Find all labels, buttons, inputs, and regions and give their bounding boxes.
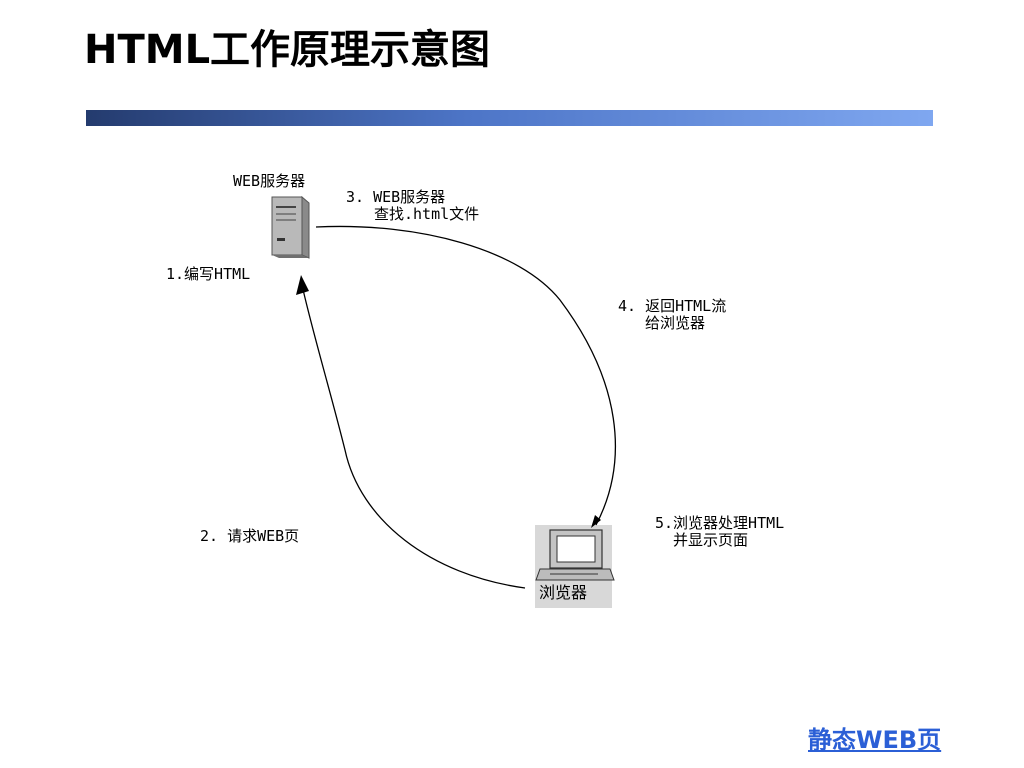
step2-label: 2. 请求WEB页 — [200, 527, 300, 545]
step3-line1: 3. WEB服务器 — [346, 188, 446, 206]
step1-label: 1.编写HTML — [166, 265, 251, 283]
step5-line1: 5.浏览器处理HTML — [655, 514, 785, 532]
step4-line2: 给浏览器 — [645, 314, 706, 332]
title-accent-bar — [86, 110, 933, 126]
server-label: WEB服务器 — [233, 172, 306, 190]
request-arrow — [301, 284, 526, 589]
browser-label: 浏览器 — [539, 583, 588, 602]
static-web-page-link[interactable]: 静态WEB页 — [808, 726, 942, 754]
response-arrow — [315, 225, 617, 526]
request-arrowhead — [296, 275, 309, 295]
step4-line1: 4. 返回HTML流 — [618, 297, 727, 315]
page-title: HTML工作原理示意图 — [84, 27, 491, 73]
response-arrowhead — [591, 515, 601, 528]
server-icon — [271, 195, 310, 259]
step3-line2: 查找.html文件 — [374, 205, 480, 223]
step5-line2: 并显示页面 — [673, 531, 749, 549]
computer-icon — [535, 529, 615, 581]
